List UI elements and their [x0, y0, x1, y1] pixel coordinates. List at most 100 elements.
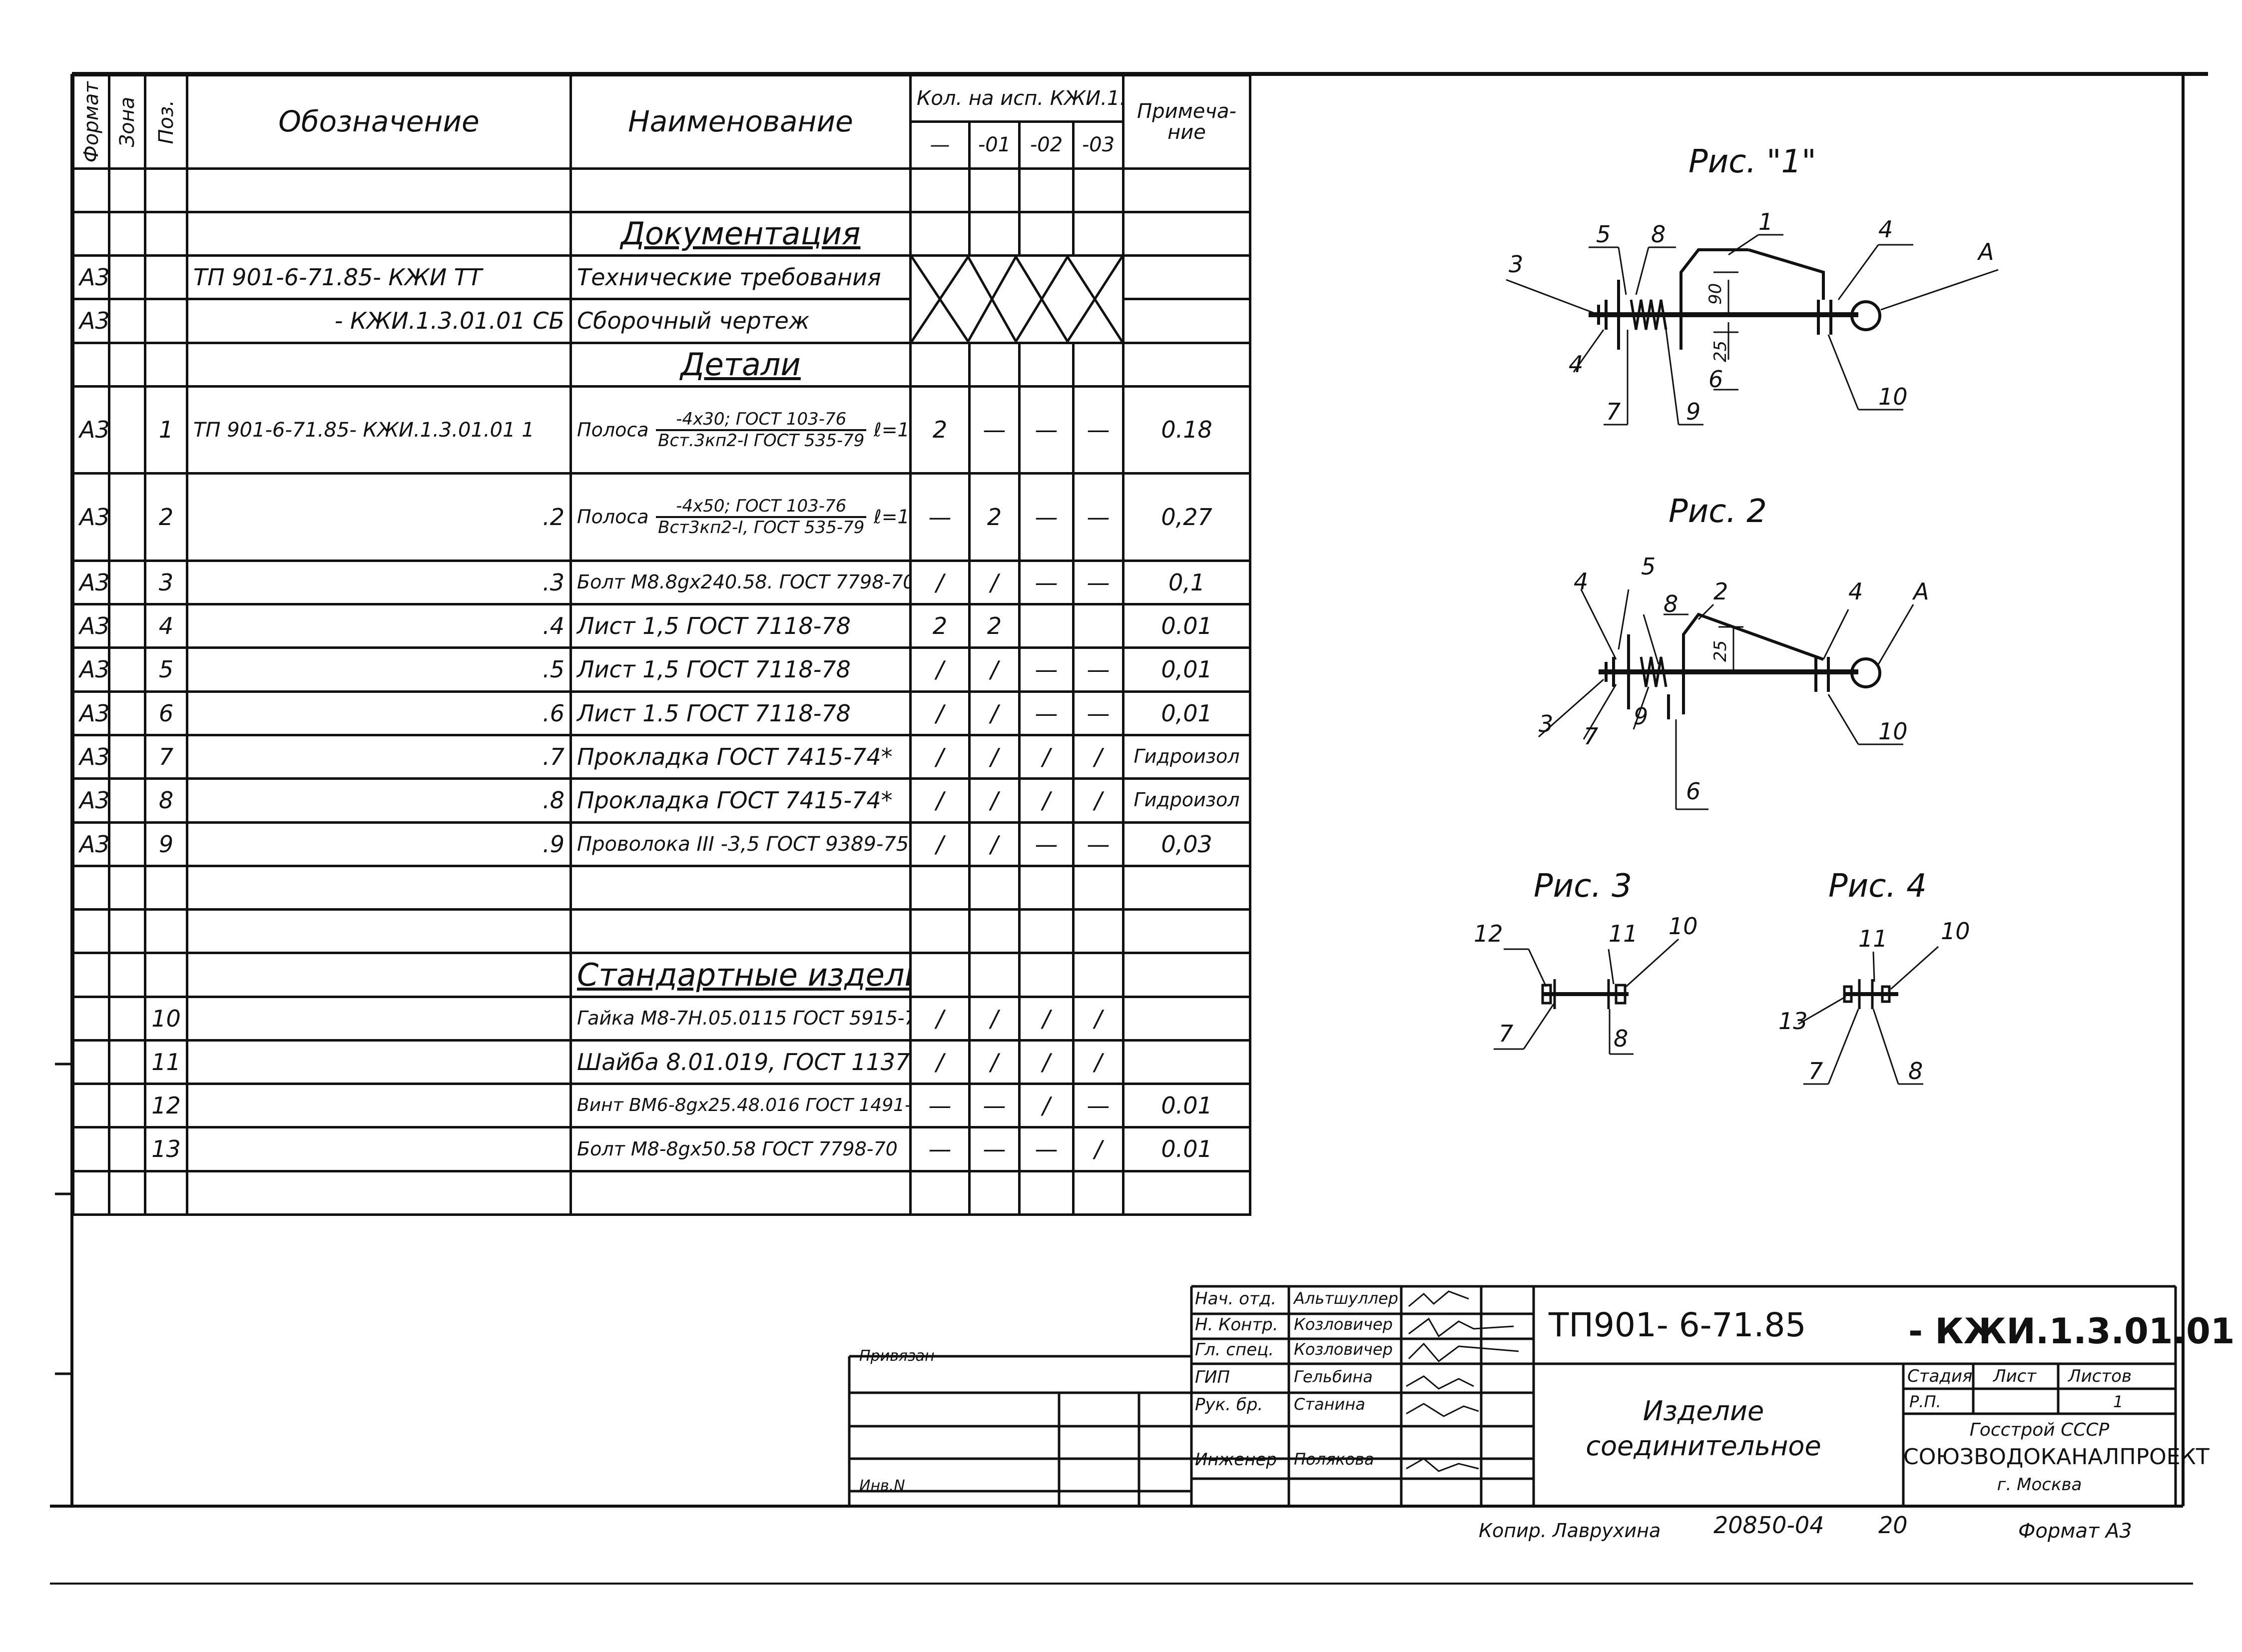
cell-qty: / [1072, 995, 1125, 1042]
blank-row [72, 864, 1252, 911]
fig3-label: 11 [1609, 920, 1638, 947]
cell-designation: ТП 901-6-71.85- КЖИ ТТ [186, 254, 572, 301]
table-row: 12 Винт ВМ6-8gх25.48.016 ГОСТ 1491-80 — … [72, 1083, 1252, 1129]
section-standard: Стандартные изделия [569, 952, 912, 998]
product-name: Изделие соединительное [1586, 1395, 1821, 1462]
name-5: Полякова [1294, 1450, 1374, 1469]
cell-note [1122, 1039, 1252, 1086]
fig1-label: А [1977, 238, 1994, 265]
name-2: Козловичер [1294, 1340, 1393, 1359]
crossed-qty-cell [909, 254, 1125, 344]
cell-qty: — [1072, 646, 1125, 693]
fig2-label: 6 [1686, 778, 1700, 805]
cell-format: А3 [72, 646, 110, 693]
cell-format: А3 [72, 385, 110, 475]
fig4-label: 13 [1778, 1008, 1808, 1035]
sheet-label: Лист [1993, 1366, 2037, 1386]
cell-qty: — [1018, 690, 1075, 737]
cell-name: Прокладка ГОСТ 7415-74* [569, 777, 912, 824]
name-length: ℓ=115 [874, 419, 910, 441]
table-row: 11 Шайба 8.01.019, ГОСТ 11371-78 / / / / [72, 1039, 1252, 1086]
cell-format: А3 [72, 733, 110, 780]
fig1-label: 10 [1878, 383, 1908, 410]
fig3-label: 10 [1669, 913, 1698, 940]
table-row: А3 4 .4 Лист 1,5 ГОСТ 7118-78 2 2 0.01 [72, 603, 1252, 649]
fig4-label: 8 [1908, 1058, 1923, 1085]
header-variant-1: -01 [968, 120, 1021, 170]
cell-qty: / [968, 690, 1021, 737]
fig1-label: 5 [1596, 221, 1611, 248]
cell-qty: / [968, 559, 1021, 606]
table-row: А3 - КЖИ.1.3.01.01 СБ Сборочный чертеж [72, 298, 1252, 344]
org-line-3: г. Москва [1997, 1475, 2082, 1495]
cross-marks [913, 258, 1121, 341]
fig1-label: 6 [1708, 366, 1723, 393]
name-4: Станина [1294, 1395, 1365, 1414]
privyazan-label: Привязан [859, 1347, 935, 1365]
cell-format: А3 [72, 690, 110, 737]
fig1-label: 7 [1606, 398, 1621, 425]
cell-qty: / [909, 646, 971, 693]
cell-qty: / [1072, 1039, 1125, 1086]
cell-qty: — [1018, 472, 1075, 562]
fig2-label: 5 [1641, 553, 1656, 580]
cell-qty: / [1072, 1126, 1125, 1172]
cell-note: 0,01 [1122, 690, 1252, 737]
cell-qty: / [1072, 777, 1125, 824]
cell-pos: 3 [144, 559, 188, 606]
section-row: Стандартные изделия [72, 952, 1252, 998]
cell-name: Болт М8-8gх50.58 ГОСТ 7798-70 [569, 1126, 912, 1172]
cell-pos: 13 [144, 1126, 188, 1172]
fig1-label: 4 [1878, 216, 1893, 243]
cell-designation: .9 [186, 821, 572, 867]
cell-qty: 2 [968, 472, 1021, 562]
cell-pos: 5 [144, 646, 188, 693]
cell-qty: — [1072, 821, 1125, 867]
table-row: А3 3 .3 Болт М8.8gх240.58. ГОСТ 7798-70 … [72, 559, 1252, 606]
cell-qty: — [968, 385, 1021, 475]
fig4-label: 7 [1808, 1058, 1823, 1085]
cell-qty: — [968, 1126, 1021, 1172]
fig1-title: Рис. "1" [1688, 143, 1816, 180]
cell-qty: / [909, 690, 971, 737]
role-2: Гл. спец. [1195, 1340, 1274, 1360]
cell-designation: .7 [186, 733, 572, 780]
footer-copied: Копир. Лаврухина [1479, 1520, 1661, 1542]
header-variant-3: -03 [1072, 120, 1125, 170]
cell-designation: .2 [186, 472, 572, 562]
blank-row [72, 908, 1252, 955]
stage-label: Стадия [1907, 1366, 1973, 1386]
cell-format: А3 [72, 559, 110, 606]
fig1-dim: 90 [1705, 283, 1725, 305]
header-qty: Кол. на исп. КЖИ.1.3.01.01 [909, 73, 1125, 123]
cell-qty: — [1072, 559, 1125, 606]
cell-name: Лист 1.5 ГОСТ 7118-78 [569, 690, 912, 737]
header-row-1: Формат Зона Поз. Обозначение Наименовани… [73, 73, 1252, 170]
cell-note: 0.01 [1122, 603, 1252, 649]
cell-designation: .6 [186, 690, 572, 737]
fraction-top: -4х30; ГОСТ 103-76 [656, 409, 867, 431]
cell-format: А3 [72, 777, 110, 824]
cell-pos: 8 [144, 777, 188, 824]
cell-designation: ТП 901-6-71.85- КЖИ.1.3.01.01 1 [186, 385, 572, 475]
cell-qty: / [1072, 733, 1125, 780]
cell-qty: 2 [909, 385, 971, 475]
cell-format: А3 [72, 298, 110, 344]
cell-note: 0.01 [1122, 1126, 1252, 1172]
cell-qty: — [1018, 821, 1075, 867]
table-row: 13 Болт М8-8gх50.58 ГОСТ 7798-70 — — — /… [72, 1126, 1252, 1172]
fig1-label: 4 [1569, 351, 1583, 378]
cell-qty: — [1072, 385, 1125, 475]
cell-pos: 7 [144, 733, 188, 780]
table-row: А3 6 .6 Лист 1.5 ГОСТ 7118-78 / / — — 0,… [72, 690, 1252, 737]
cell-name: Винт ВМ6-8gх25.48.016 ГОСТ 1491-80 [569, 1083, 912, 1129]
cell-qty [1018, 603, 1075, 649]
role-5: Инженер [1195, 1450, 1277, 1470]
cell-designation: .4 [186, 603, 572, 649]
blank-row [72, 167, 1252, 213]
cell-note: 0,03 [1122, 821, 1252, 867]
org-line-2: СОЮЗВОДОКАНАЛПРОЕКТ [1903, 1444, 2210, 1470]
header-name: Наименование [569, 74, 912, 170]
